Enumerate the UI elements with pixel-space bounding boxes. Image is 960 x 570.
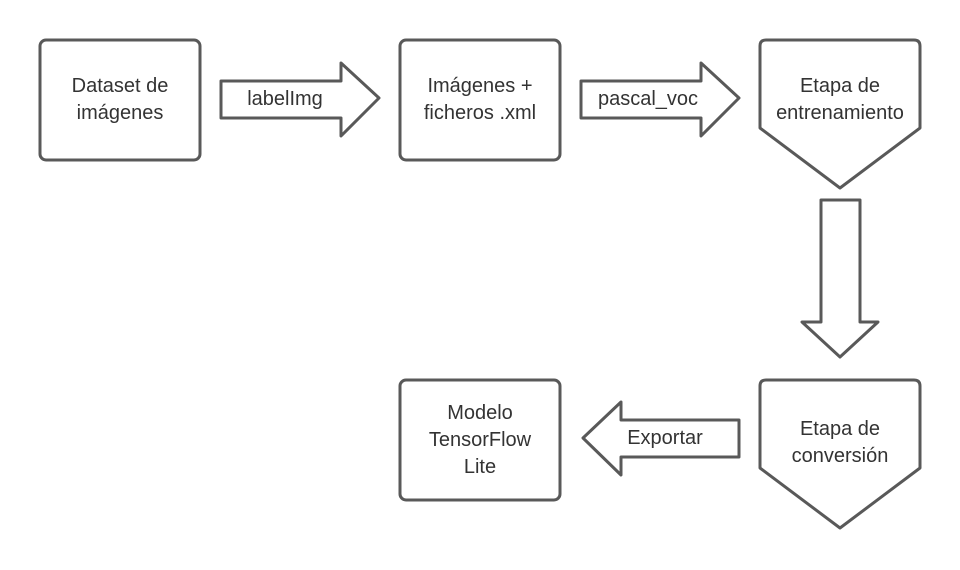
exportar-label: Exportar bbox=[627, 427, 703, 449]
conversion-stage-label: Etapa de conversión bbox=[791, 418, 889, 467]
exportar-arrow bbox=[581, 400, 741, 477]
labelimg-label: labelImg bbox=[247, 88, 323, 110]
dataset-box bbox=[38, 38, 202, 162]
images-xml-box bbox=[398, 38, 562, 162]
dataset-label: Dataset de imágenes bbox=[71, 75, 169, 124]
labelimg-arrow bbox=[219, 61, 381, 138]
conversion-stage-shape bbox=[758, 378, 922, 530]
model-label: Modelo TensorFlow Lite bbox=[428, 401, 532, 478]
training-stage-shape bbox=[758, 38, 922, 190]
pascal-voc-arrow bbox=[579, 61, 741, 138]
model-box bbox=[398, 378, 562, 502]
pascal-voc-label: pascal_voc bbox=[597, 88, 699, 110]
images-xml-label: Imágenes + ficheros .xml bbox=[423, 75, 537, 124]
training-stage-label: Etapa de entrenamiento bbox=[776, 75, 904, 124]
down-arrow bbox=[800, 198, 880, 359]
